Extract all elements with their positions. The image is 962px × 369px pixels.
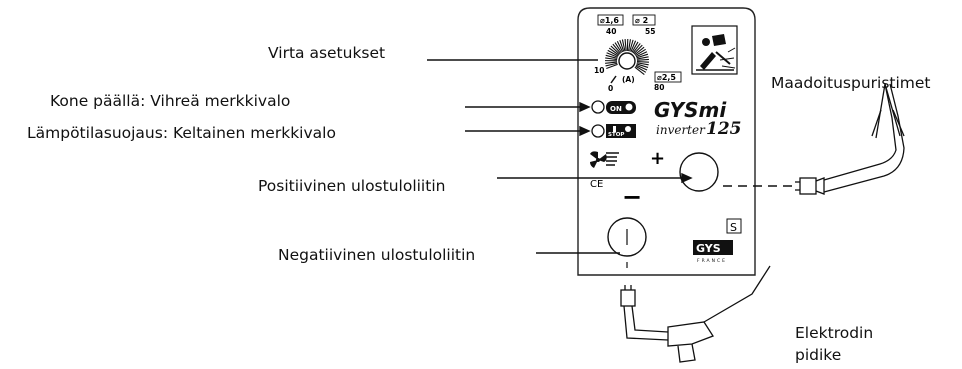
brand-inverter: inverter — [656, 123, 706, 137]
dial-pointer — [610, 75, 617, 84]
dial-tick — [636, 62, 649, 66]
dial-unit: (A) — [622, 75, 635, 84]
dial-tick — [628, 39, 631, 52]
ground-clamp — [795, 83, 905, 195]
dial-tick — [632, 43, 641, 54]
label-power-on: Kone päällä: Vihreä merkkivalo — [50, 92, 291, 110]
welder-pictogram — [691, 25, 738, 75]
dial-tick — [635, 65, 647, 73]
label-negative-terminal: Negatiivinen ulostuloliitin — [278, 246, 476, 264]
dial-tick — [605, 61, 618, 64]
label-current-settings: Virta asetukset — [268, 44, 386, 62]
dial-diameter-2: ⌀ 2 — [635, 16, 648, 25]
dial-diameter-box-3 — [654, 71, 682, 83]
dial-diameter-3: ⌀2,5 — [657, 73, 676, 82]
dial-tick — [612, 43, 621, 54]
dial-tick — [634, 46, 645, 56]
dial-tick — [605, 54, 618, 59]
positive-terminal — [679, 152, 719, 192]
dial-scale-40: 40 — [606, 27, 616, 36]
brand-model: 125 — [706, 119, 742, 139]
dial-scale-0: 0 — [608, 84, 613, 93]
dial-tick — [636, 58, 649, 61]
class-s-box — [726, 218, 742, 234]
label-ground-clamp: Maadoituspuristimet — [771, 74, 931, 92]
dial-tick — [629, 39, 634, 52]
dial-tick — [635, 48, 646, 57]
machine-panel — [577, 7, 756, 276]
plus-mark: + — [650, 148, 665, 169]
dial-tick — [636, 63, 649, 68]
dial-tick — [636, 56, 649, 60]
dial-tick — [633, 44, 643, 55]
dial-knob — [618, 52, 636, 70]
dial-tick — [634, 66, 645, 75]
indicator-on-text: ON — [610, 105, 622, 113]
dial-tick — [636, 60, 649, 63]
brand-title: GYSmi — [654, 98, 727, 122]
dial-tick — [605, 57, 618, 61]
thermal-indicator: STOP — [591, 124, 636, 138]
ce-mark: CE — [590, 179, 603, 190]
gys-logo: GYS FRANCE — [693, 240, 733, 264]
dial-scale-ticks — [604, 38, 649, 75]
dial-tick — [630, 40, 637, 53]
dial-tick — [606, 52, 618, 58]
dial-tick — [619, 40, 625, 52]
label-thermal-protection: Lämpötilasuojaus: Keltainen merkkivalo — [27, 124, 336, 142]
dial-diameter-1: ⌀1,6 — [600, 16, 619, 25]
dial-diameter-box-2 — [632, 14, 656, 26]
indicator-stop-text: STOP — [608, 132, 624, 138]
electrode-holder — [620, 265, 771, 363]
dial-tick — [610, 45, 621, 55]
dial-tick — [635, 64, 648, 71]
gys-logo-text: GYS — [696, 242, 721, 255]
label-positive-terminal: Positiivinen ulostuloliitin — [258, 177, 446, 195]
label-electrode-holder: Elektrodin pidike — [795, 324, 874, 364]
class-s-text: S — [730, 221, 737, 234]
dial-diameter-box-1 — [597, 14, 624, 26]
dial-scale-80: 80 — [654, 83, 664, 92]
leader-lines — [427, 59, 693, 254]
dial-tick — [635, 51, 648, 58]
brand-logo: GYSmi inverter 125 — [654, 98, 742, 139]
dial-tick — [607, 49, 619, 57]
dial-tick — [608, 47, 620, 56]
dial-tick — [614, 42, 623, 53]
dial-tick — [616, 40, 624, 53]
gys-logo-country: FRANCE — [697, 258, 727, 264]
dial-tick — [621, 39, 626, 52]
dial-tick — [636, 53, 649, 59]
dial-tick — [624, 39, 627, 52]
dial-tick — [606, 63, 618, 70]
power-on-indicator: ON — [591, 100, 636, 114]
dial-scale-10: 10 — [594, 66, 604, 75]
fan-icon — [590, 151, 619, 168]
dial-scale-55: 55 — [645, 27, 655, 36]
minus-mark: − — [622, 183, 642, 211]
dial-tick — [631, 41, 639, 53]
current-dial: ⌀1,6 ⌀ 2 ⌀2,5 10 40 55 80 0 (A) — [594, 14, 682, 93]
dial-tick — [605, 62, 618, 67]
